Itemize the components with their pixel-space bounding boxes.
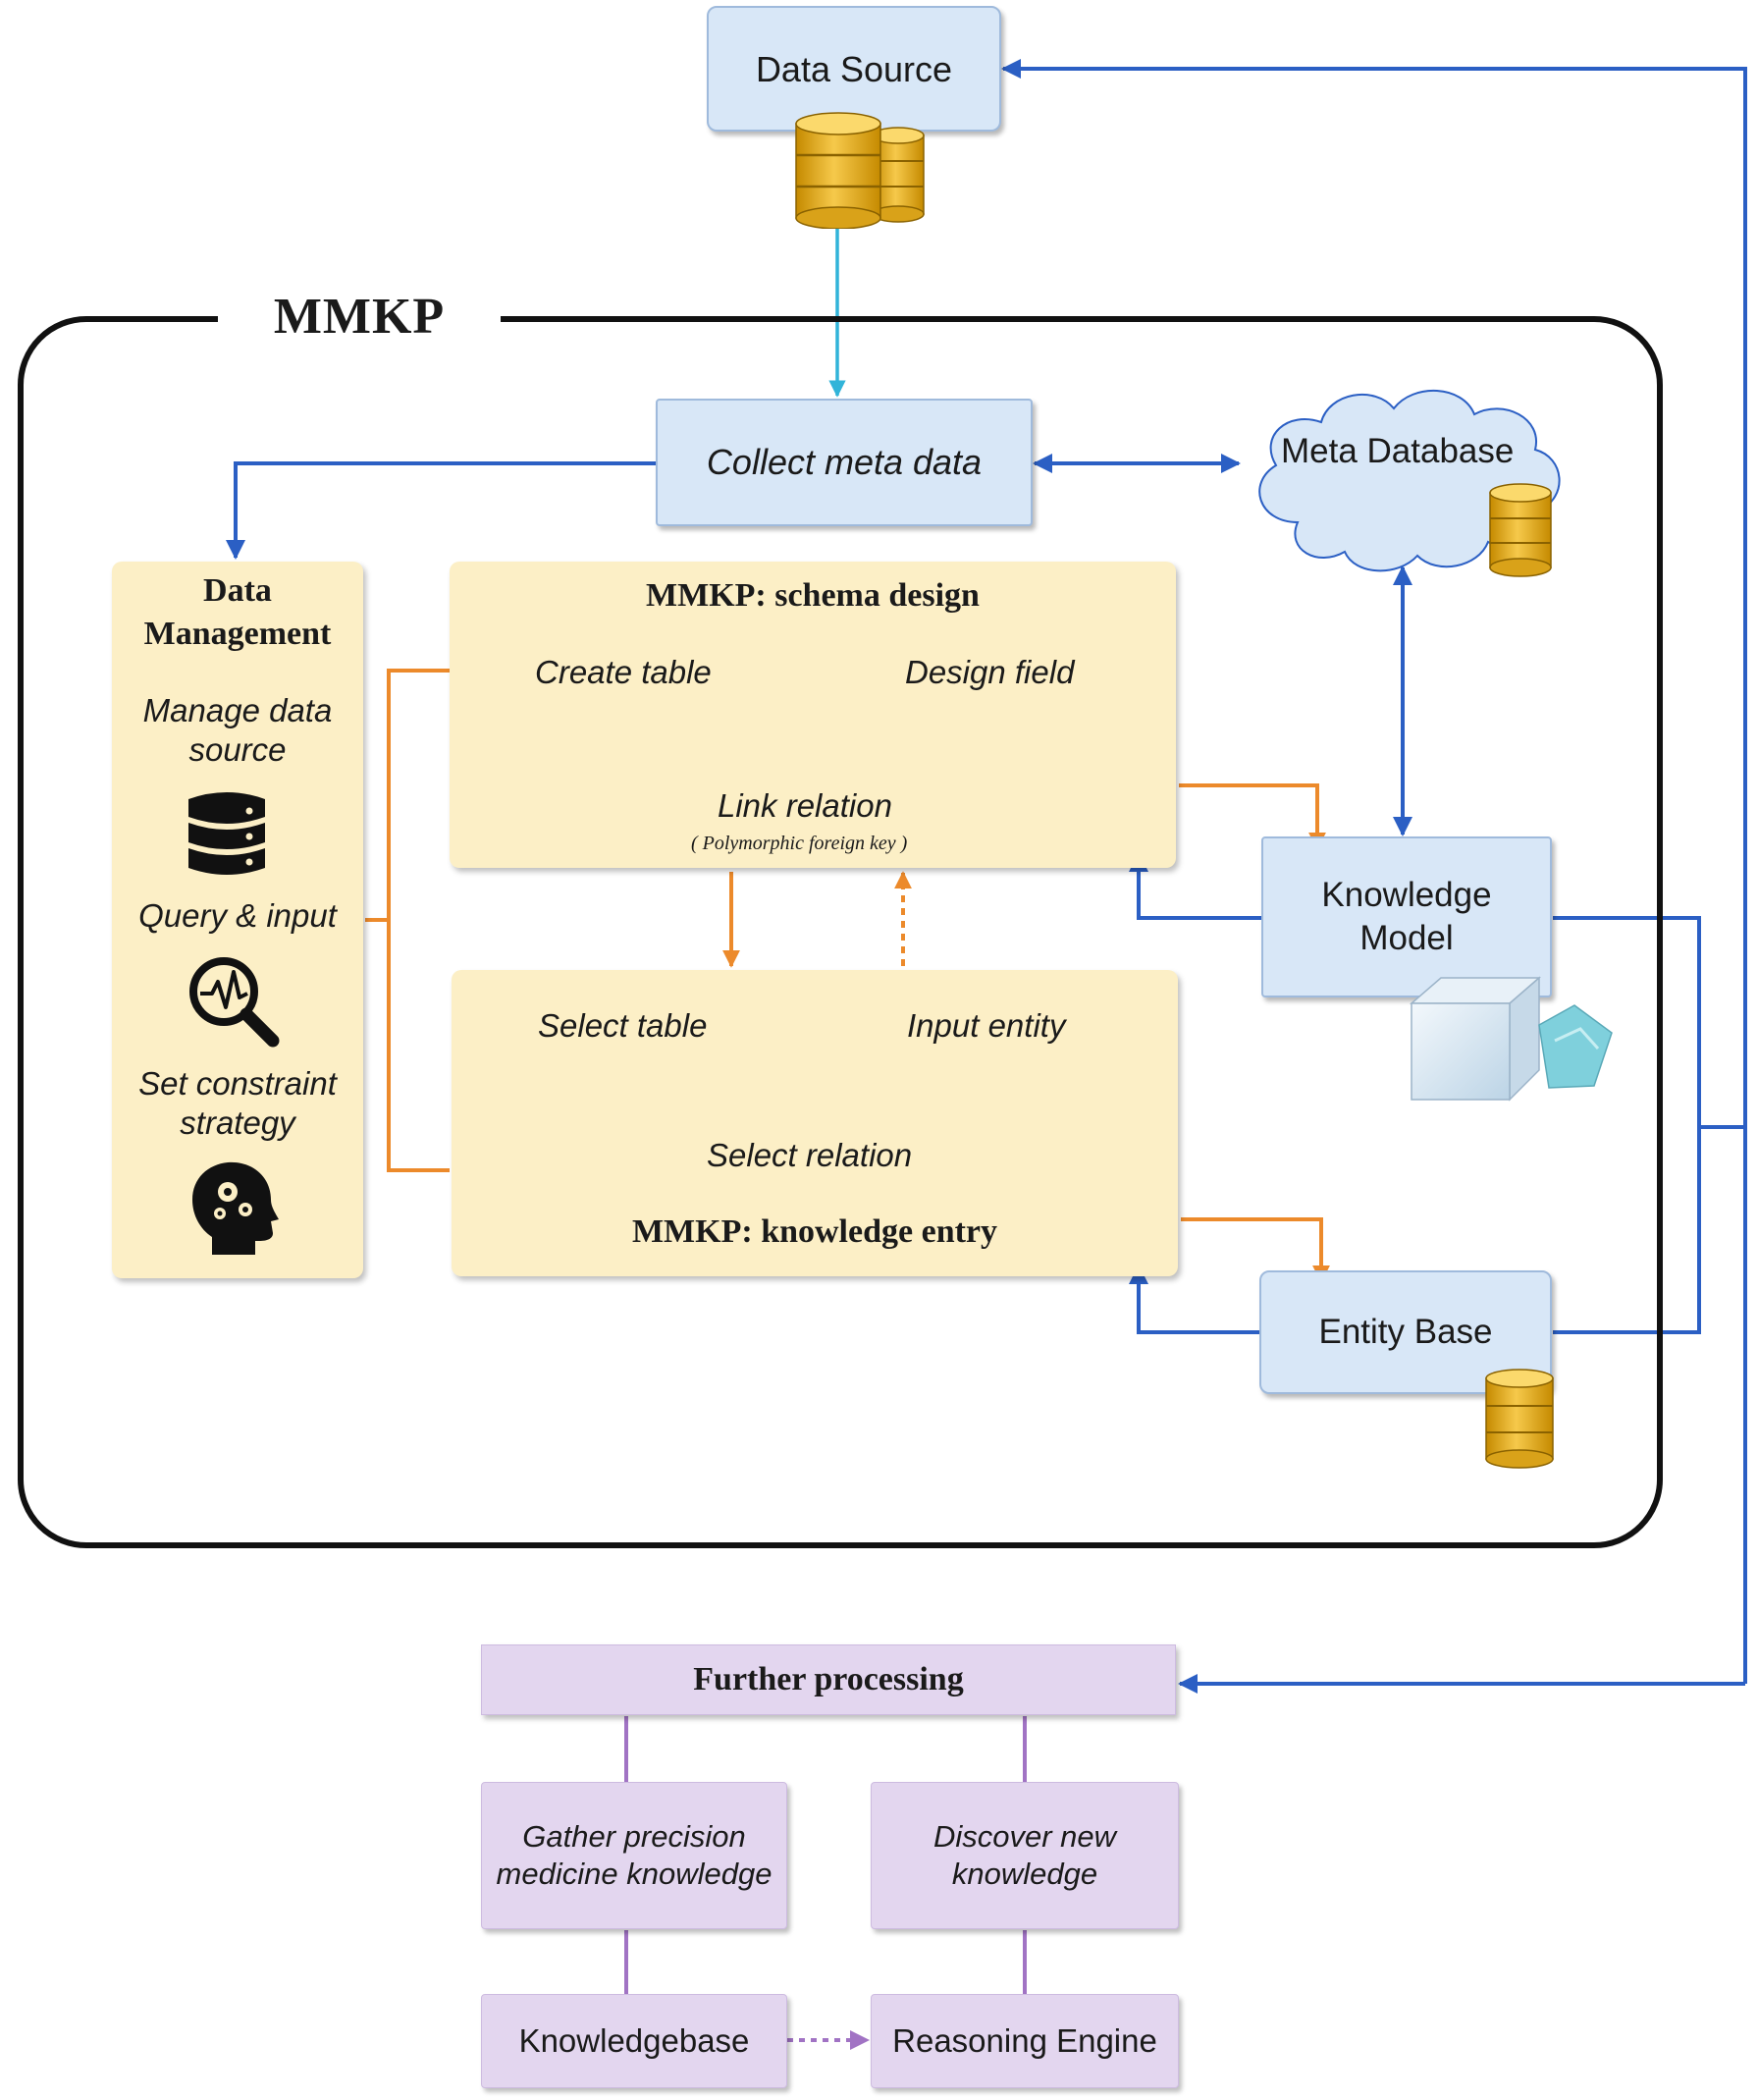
- discover-knowledge-node[interactable]: Discover new knowledge: [871, 1782, 1179, 1929]
- database-icon: [795, 112, 925, 229]
- reasoning-engine-node[interactable]: Reasoning Engine: [871, 1994, 1179, 2088]
- magnifier-pulse-icon: [189, 957, 280, 1048]
- edge-entitybase-entry: [1129, 1265, 1259, 1334]
- manage-data-source-label: Manage data source: [142, 692, 333, 768]
- edge-entry-entitybase: [1181, 1217, 1330, 1283]
- data-management-panel: [112, 562, 363, 1278]
- gather-knowledge-label: Gather precision medicine knowledge: [496, 1819, 772, 1891]
- reasoning-engine-label: Reasoning Engine: [892, 2022, 1157, 2059]
- edge-schema-knowledgemodel: [1179, 783, 1326, 850]
- knowledge-entry-title: MMKP: knowledge entry: [631, 1213, 998, 1250]
- schema-design-panel: [450, 562, 1176, 868]
- database-icon: [1489, 483, 1552, 577]
- edge-bus-datasource: [1001, 59, 1747, 1684]
- knowledge-model-node[interactable]: Knowledge Model: [1261, 836, 1552, 997]
- knowledgebase-node[interactable]: Knowledgebase: [481, 1994, 787, 2088]
- mmkp-frame: [18, 316, 1663, 1548]
- discover-knowledge-label: Discover new knowledge: [932, 1819, 1117, 1891]
- select-relation-label[interactable]: Select relation: [707, 1137, 913, 1173]
- data-source-label: Data Source: [755, 49, 953, 89]
- knowledgebase-label: Knowledgebase: [518, 2022, 750, 2059]
- design-field-label[interactable]: Design field: [905, 654, 1075, 690]
- data-management-title: Data Management: [143, 572, 332, 652]
- meta-database-label: Meta Database: [1281, 432, 1515, 470]
- edge-knowledgemodel-schema: [1129, 852, 1261, 920]
- further-processing-node[interactable]: Further processing: [481, 1644, 1176, 1715]
- cloud-icon[interactable]: [1239, 375, 1572, 581]
- server-icon: [188, 792, 265, 875]
- mmkp-frame-title: MMKP: [218, 279, 501, 353]
- edge-collect-datamgmt: [226, 461, 656, 560]
- head-gears-icon: [192, 1161, 279, 1255]
- data-source-node[interactable]: Data Source: [707, 6, 1001, 132]
- create-table-label[interactable]: Create table: [535, 654, 712, 690]
- entity-base-node[interactable]: Entity Base: [1259, 1270, 1552, 1394]
- schema-design-title: MMKP: schema design: [646, 577, 980, 614]
- set-constraint-strategy-label: Set constraint strategy: [138, 1065, 337, 1141]
- collect-meta-data-label: Collect meta data: [706, 442, 983, 482]
- collect-meta-data-node[interactable]: Collect meta data: [656, 399, 1033, 526]
- knowledge-model-label: Knowledge Model: [1321, 876, 1492, 957]
- link-relation-note: ( Polymorphic foreign key ): [691, 833, 908, 854]
- link-relation-label[interactable]: Link relation: [718, 787, 892, 824]
- knowledge-entry-panel: [452, 970, 1178, 1276]
- entity-base-label: Entity Base: [1318, 1313, 1493, 1351]
- ice-cube-icon: [1409, 976, 1613, 1102]
- select-table-label[interactable]: Select table: [538, 1007, 708, 1044]
- gather-knowledge-node[interactable]: Gather precision medicine knowledge: [481, 1782, 787, 1929]
- database-icon: [1485, 1369, 1554, 1469]
- further-processing-title: Further processing: [693, 1661, 964, 1697]
- query-input-label: Query & input: [138, 897, 337, 934]
- input-entity-label[interactable]: Input entity: [907, 1007, 1066, 1044]
